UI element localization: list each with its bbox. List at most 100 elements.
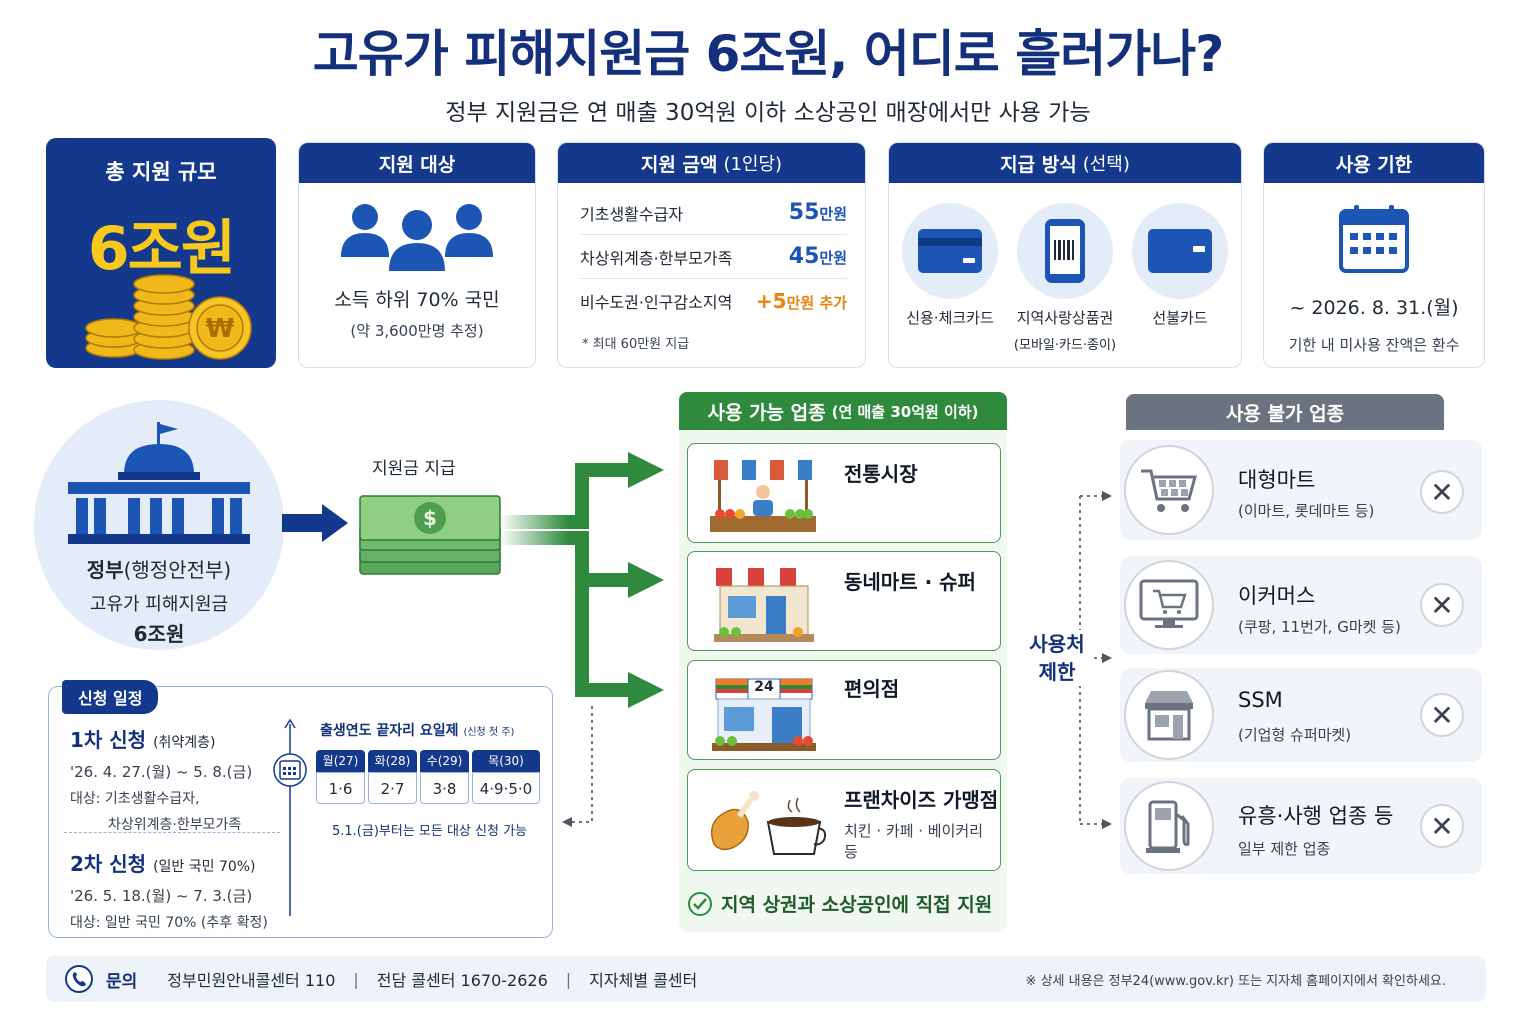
phase2-dates: '26. 5. 18.(월) ~ 7. 3.(금) xyxy=(70,887,253,905)
footer-note: ※ 상세 내용은 정부24(www.gov.kr) 또는 지자체 홈페이지에서 … xyxy=(1025,973,1446,989)
allowed-item-title: 동네마트 · 슈퍼 xyxy=(844,570,976,594)
phase1-title-sub: (취약계층) xyxy=(153,735,216,751)
phase1-target: 대상: 기초생활수급자, xyxy=(70,791,200,807)
allowed-item-title: 프랜차이즈 가맹점 xyxy=(844,788,999,812)
monitor-cart-icon xyxy=(1124,560,1214,650)
schedule-phase2: 2차 신청 (일반 국민 70%) '26. 5. 18.(월) ~ 7. 3.… xyxy=(70,848,290,932)
payment-method-sub: (모바일·카드·종이) xyxy=(1013,338,1117,353)
check-circle-icon xyxy=(688,891,712,916)
payment-method: 신용·체크카드 xyxy=(895,203,1005,353)
page-title: 고유가 피해지원금 6조원, 어디로 흘러가나? xyxy=(312,25,1224,83)
allowed-item-franchise: 프랜차이즈 가맹점 치킨 · 카페 · 베이커리 등 xyxy=(687,769,1001,871)
amount-extra: +5만원 추가 xyxy=(755,289,847,313)
schedule-phase1: 1차 신청 (취약계층) '26. 4. 27.(월) ~ 5. 8.(금) 대… xyxy=(70,724,290,834)
government-name: 정부(행정안전부) xyxy=(86,558,232,582)
allowed-footer: 지역 상권과 소상공인에 직접 지원 xyxy=(687,890,992,917)
allowed-item-title: 전통시장 xyxy=(844,462,918,486)
svg-text:$: $ xyxy=(423,506,437,530)
separator: | xyxy=(353,969,359,989)
deadline-date: ~ 2026. 8. 31.(월) xyxy=(1289,297,1459,319)
total-label: 총 지원 규모 xyxy=(105,160,217,184)
close-x-icon: ✕ xyxy=(1420,693,1464,737)
allowed-item-neighborhood-mart: 동네마트 · 슈퍼 xyxy=(687,551,1001,651)
amount-row: 차상위계층·한부모가족 45만원 xyxy=(580,235,847,279)
credit-card-icon xyxy=(902,203,998,299)
payment-method: 지역사랑상품권 (모바일·카드·종이) xyxy=(1005,203,1125,353)
target-main: 소득 하위 70% 국민 xyxy=(334,289,500,311)
close-x-icon: ✕ xyxy=(1420,470,1464,514)
allowed-head: 사용 가능 업종(연 매출 30억원 이하) xyxy=(679,392,1007,430)
footer-contact: 전담 콜센터 1670-2626 xyxy=(376,971,548,990)
store-sign: 24 xyxy=(754,679,774,695)
coins-icon: ₩ xyxy=(85,274,252,360)
phase1-target-2: 차상위계층·한부모가족 xyxy=(108,817,242,833)
banned-item-sub: 일부 제한 업종 xyxy=(1238,840,1331,858)
svg-text:₩: ₩ xyxy=(206,314,235,344)
prepaid-card-icon xyxy=(1132,203,1228,299)
phase-divider xyxy=(64,832,280,833)
schedule-tag: 신청 일정 xyxy=(62,680,159,714)
banned-item-ecommerce: 이커머스 (쿠팡, 11번가, G마켓 등) ✕ xyxy=(1120,556,1482,654)
close-x-icon: ✕ xyxy=(1420,583,1464,627)
phase2-target: 대상: 일반 국민 70% (추후 확정) xyxy=(70,915,268,931)
flow-arrows xyxy=(500,452,664,708)
weekday-table: 월(27)1·6 화(28)2·7 수(29)3·8 목(30)4·9·5·0 xyxy=(316,750,540,804)
banned-item-title: 유흥·사행 업종 등 xyxy=(1238,804,1394,828)
total-value: 6조원 xyxy=(87,214,236,284)
payment-method: 선불카드 xyxy=(1125,203,1235,353)
phase1-title: 1차 신청 xyxy=(70,728,147,752)
amount-value: 55만원 xyxy=(788,200,847,225)
schedule-rule-note: 5.1.(금)부터는 모든 대상 신청 가능 xyxy=(332,824,527,839)
weekday-column: 목(30)4·9·5·0 xyxy=(472,750,540,804)
timeline xyxy=(273,718,307,916)
allowed-item-sub: 치킨 · 카페 · 베이커리 등 xyxy=(844,822,984,861)
people-icon xyxy=(341,204,493,271)
footer-contact: 지자체별 콜센터 xyxy=(589,971,698,990)
amount-label: 차상위계층·한부모가족 xyxy=(580,248,733,268)
target-card: 지원 대상 소득 하위 70% 국민 (약 3,600만명 추정) xyxy=(298,142,536,368)
amount-head-sub: (1인당) xyxy=(723,154,783,175)
government-circle: 정부(행정안전부) 고유가 피해지원금 6조원 xyxy=(34,400,284,650)
target-head: 지원 대상 xyxy=(299,143,535,183)
amount-value: 45만원 xyxy=(788,244,847,269)
phone-icon xyxy=(65,965,93,993)
convenience-store-icon xyxy=(712,678,816,751)
banned-item-large-mart: 대형마트 (이마트, 롯데마트 등) ✕ xyxy=(1120,440,1482,540)
chicken-coffee-icon xyxy=(711,791,827,855)
payment-method-label: 선불카드 xyxy=(1152,309,1208,327)
amount-row: 기초생활수급자 55만원 xyxy=(580,191,847,235)
phase1-dates: '26. 4. 27.(월) ~ 5. 8.(금) xyxy=(70,763,253,781)
amount-note: * 최대 60만원 지급 xyxy=(582,337,690,352)
amount-head: 지원 금액 (1인당) xyxy=(558,143,865,183)
amount-card: 지원 금액 (1인당) 기초생활수급자 55만원 차상위계층·한부모가족 45만… xyxy=(557,142,866,368)
banned-item-entertainment: 유흥·사행 업종 등 일부 제한 업종 ✕ xyxy=(1120,778,1482,874)
restriction-connector xyxy=(1079,491,1112,829)
page-subtitle: 정부 지원금은 연 매출 30억원 이하 소상공인 매장에서만 사용 가능 xyxy=(445,100,1091,126)
arrow-right-icon xyxy=(282,504,348,542)
banned-item-title: 이커머스 xyxy=(1238,584,1316,608)
footer-bar: 문의 정부민원안내콜센터 110 | 전담 콜센터 1670-2626 | 지자… xyxy=(46,956,1486,1002)
close-x-icon: ✕ xyxy=(1420,804,1464,848)
total-support-card: 총 지원 규모 6조원 ₩ xyxy=(46,138,276,368)
mobile-voucher-icon xyxy=(1017,203,1113,299)
allowed-item-convenience-store: 24 편의점 xyxy=(687,660,1001,760)
payment-head-sub: (선택) xyxy=(1082,154,1130,175)
banned-head: 사용 불가 업종 xyxy=(1126,394,1444,430)
government-line3: 6조원 xyxy=(133,622,185,646)
weekday-column: 화(28)2·7 xyxy=(368,750,417,804)
deadline-card: 사용 기한 ~ 2026. 8. 31.(월) 기한 내 미사용 잔액은 환수 xyxy=(1263,142,1485,368)
payment-method-label: 지역사랑상품권 xyxy=(1016,309,1114,327)
deadline-note: 기한 내 미사용 잔액은 환수 xyxy=(1288,336,1460,354)
government-line2: 고유가 피해지원금 xyxy=(89,594,229,615)
banned-item-ssm: SSM (기업형 슈퍼마켓) ✕ xyxy=(1120,668,1482,762)
calendar-icon xyxy=(1339,205,1409,273)
market-stall-icon xyxy=(710,460,816,532)
separator: | xyxy=(565,969,572,989)
banned-item-sub: (이마트, 롯데마트 등) xyxy=(1238,502,1375,520)
schedule-connector xyxy=(562,706,593,827)
allowed-item-traditional-market: 전통시장 xyxy=(687,443,1001,543)
shop-icon xyxy=(714,568,814,642)
weekday-column: 월(27)1·6 xyxy=(316,750,365,804)
amount-row: 비수도권·인구감소지역 +5만원 추가 xyxy=(580,279,847,323)
footer-contact: 정부민원안내콜센터 110 xyxy=(167,971,336,990)
